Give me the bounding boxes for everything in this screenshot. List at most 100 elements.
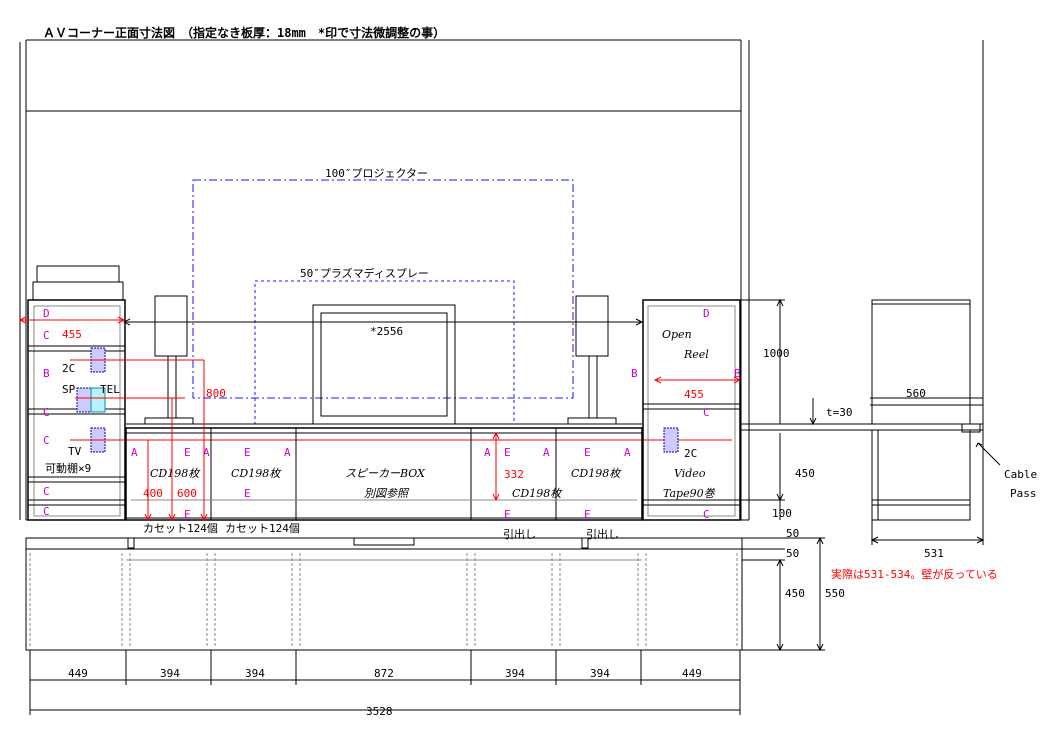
dim-bottom: 394 — [245, 667, 265, 680]
right-tower — [642, 299, 741, 521]
t30-label: t=30 — [826, 406, 853, 419]
tv-outer — [312, 304, 456, 425]
arrowhead — [870, 536, 879, 544]
arrowhead — [975, 442, 983, 448]
reel-label: Reel — [683, 348, 709, 361]
arrowhead — [976, 536, 985, 544]
dim-455-right-label: 455 — [684, 388, 704, 401]
open-label: Open — [662, 328, 692, 341]
plan-handle — [127, 537, 135, 549]
shelf-letter: E — [184, 508, 191, 521]
dim-332-label: 332 — [504, 468, 524, 481]
shelf-letter: B — [734, 367, 741, 380]
shelf-letter: C — [43, 485, 50, 498]
shelf-letter: C — [43, 406, 50, 419]
plan-handle — [581, 537, 589, 549]
dim-bottom: 394 — [590, 667, 610, 680]
dim-100-label: 100 — [772, 507, 792, 520]
cd-label: CD198枚 — [150, 467, 201, 480]
device-2c-right — [663, 427, 679, 453]
arrowhead — [117, 316, 126, 324]
label-2c-left: 2C — [62, 362, 75, 375]
left-tower — [27, 299, 126, 521]
left-speaker-base — [144, 417, 194, 425]
shelf-letter: A — [484, 446, 491, 459]
projector-label: 100″プロジェクター — [325, 167, 428, 180]
cd-label: CD198枚 — [512, 487, 563, 500]
shelf-letter: E — [244, 446, 251, 459]
dim-bottom: 872 — [374, 667, 394, 680]
arrowhead — [144, 513, 152, 522]
cable-pass-notch — [961, 423, 981, 433]
right-tower-inner — [647, 305, 736, 517]
shelf-letter: E — [584, 446, 591, 459]
shelf-letter: E — [504, 446, 511, 459]
plasma-display — [254, 280, 515, 425]
width-2556-label: *2556 — [370, 325, 403, 338]
arrowhead — [733, 376, 742, 384]
shelf-letter: B — [43, 367, 50, 380]
dim-455-left-label: 455 — [62, 328, 82, 341]
drawer-label: 引出し — [586, 527, 619, 541]
shelf-letter: B — [631, 367, 638, 380]
dim-800-label: 800 — [206, 387, 226, 400]
label-tel: TEL — [100, 383, 120, 396]
low-cabinet — [125, 427, 643, 521]
left-tower-inner — [33, 305, 121, 517]
video-label: Video — [674, 467, 706, 480]
plan-base — [25, 537, 743, 651]
arrowhead — [18, 316, 27, 324]
shelf-letter: E — [584, 508, 591, 521]
cd-label: CD198枚 — [231, 467, 282, 480]
arrowhead — [776, 298, 784, 307]
dim-bottom: 449 — [682, 667, 702, 680]
cable-pointer — [977, 442, 1001, 466]
see-other-label: 別図参照 — [364, 487, 410, 500]
shelf-letter: C — [703, 508, 710, 521]
side-lower-cabinet — [871, 429, 971, 521]
shelf-letter: A — [284, 446, 291, 459]
shelf-letter: C — [43, 505, 50, 518]
arrowhead — [776, 643, 784, 652]
dim-600-label: 600 — [177, 487, 197, 500]
av-device — [32, 281, 124, 301]
cassette-label: カセット124個 — [225, 522, 300, 535]
tape-label: Tape90巻 — [663, 487, 716, 500]
arrowhead — [492, 493, 500, 502]
arrowhead — [492, 431, 500, 440]
device-sp — [76, 387, 92, 413]
plasma-label: 50″プラズマディスプレー — [300, 266, 429, 280]
drawer-label: 引出し — [503, 527, 536, 541]
arrowhead — [200, 513, 208, 522]
arrowhead — [776, 558, 784, 567]
device-tel — [90, 387, 106, 413]
shelf-letter: E — [244, 487, 251, 500]
dim-450-b-label: 450 — [785, 587, 805, 600]
cassette-label: カセット124個 — [143, 522, 218, 535]
shelf-letter: D — [43, 307, 50, 320]
right-speaker-base — [567, 417, 617, 425]
dim-50-b-label: 50 — [786, 547, 799, 560]
wall-note: 実際は531-534。壁が反っている — [831, 567, 998, 581]
shelf-letter: D — [703, 307, 710, 320]
dim-bottom: 449 — [68, 667, 88, 680]
shelf-letter: C — [43, 329, 50, 342]
shelf-letter: C — [43, 434, 50, 447]
arrowhead — [816, 536, 824, 545]
dim-450-a-label: 450 — [795, 467, 815, 480]
arrowhead — [653, 376, 662, 384]
shelf-letter: C — [703, 406, 710, 419]
arrowhead — [122, 318, 131, 326]
shelf-letter: A — [543, 446, 550, 459]
shelf-letter: E — [504, 508, 511, 521]
dim-1000-label: 1000 — [763, 347, 790, 360]
dim-bottom: 394 — [160, 667, 180, 680]
movable-shelf-label: 可動棚×9 — [45, 461, 91, 475]
shelf-letter: A — [131, 446, 138, 459]
dim-560-label: 560 — [906, 387, 926, 400]
arrowhead — [635, 318, 644, 326]
dim-531-label: 531 — [924, 547, 944, 560]
projector-screen — [192, 179, 574, 399]
dim-bottom: 394 — [505, 667, 525, 680]
